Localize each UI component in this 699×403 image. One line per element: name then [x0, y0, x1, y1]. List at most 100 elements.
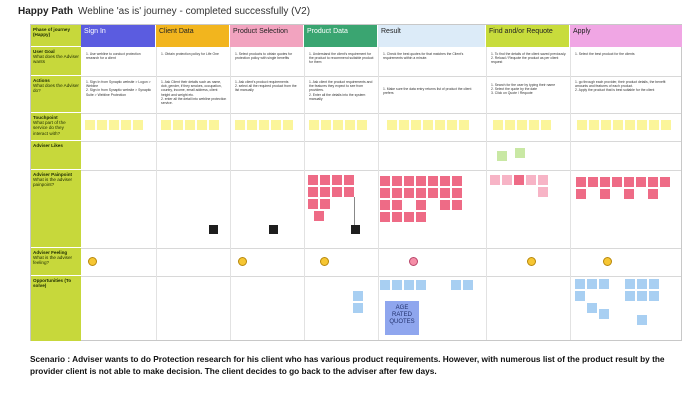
sticky-note[interactable]: [587, 303, 597, 313]
sticky-note[interactable]: [526, 175, 536, 185]
sticky-note[interactable]: [428, 176, 438, 186]
sticky-note[interactable]: [452, 176, 462, 186]
sticky-note[interactable]: [416, 188, 426, 198]
sticky-note[interactable]: [283, 120, 293, 130]
sticky-note[interactable]: [353, 291, 363, 301]
sticky-note[interactable]: [624, 189, 634, 199]
sticky-note[interactable]: [387, 120, 397, 130]
sticky-note[interactable]: [320, 199, 330, 209]
sticky-note[interactable]: [332, 175, 342, 185]
sticky-note[interactable]: [357, 120, 367, 130]
sticky-note[interactable]: [133, 120, 143, 130]
sticky-note[interactable]: [404, 176, 414, 186]
sticky-note[interactable]: [637, 291, 647, 301]
sticky-note[interactable]: [612, 177, 622, 187]
sticky-note[interactable]: [271, 120, 281, 130]
sticky-note[interactable]: [459, 120, 469, 130]
sticky-note[interactable]: [392, 176, 402, 186]
sticky-note[interactable]: [637, 315, 647, 325]
sticky-note[interactable]: [599, 309, 609, 319]
sticky-note[interactable]: [575, 279, 585, 289]
sticky-note[interactable]: [447, 120, 457, 130]
sticky-note[interactable]: [416, 200, 426, 210]
sticky-note[interactable]: [380, 212, 390, 222]
sticky-note[interactable]: [333, 120, 343, 130]
sticky-note[interactable]: [517, 120, 527, 130]
sticky-note[interactable]: [411, 120, 421, 130]
sticky-note[interactable]: [380, 188, 390, 198]
sticky-note[interactable]: [649, 279, 659, 289]
sticky-note[interactable]: [309, 120, 319, 130]
sticky-note[interactable]: [404, 212, 414, 222]
sticky-note[interactable]: [538, 187, 548, 197]
sticky-note[interactable]: [452, 188, 462, 198]
sticky-note[interactable]: [185, 120, 195, 130]
sticky-note[interactable]: [636, 177, 646, 187]
sticky-note[interactable]: [247, 120, 257, 130]
sticky-note[interactable]: [435, 120, 445, 130]
sticky-note[interactable]: [577, 120, 587, 130]
sticky-note[interactable]: [161, 120, 171, 130]
sticky-note[interactable]: [625, 279, 635, 289]
sticky-note[interactable]: [538, 175, 548, 185]
sticky-note[interactable]: [332, 187, 342, 197]
sticky-note[interactable]: [637, 120, 647, 130]
screenshot-thumbnail[interactable]: [269, 225, 278, 234]
sticky-note[interactable]: [575, 291, 585, 301]
sticky-note[interactable]: [320, 187, 330, 197]
sticky-note[interactable]: [514, 175, 524, 185]
sticky-note[interactable]: [259, 120, 269, 130]
sticky-note[interactable]: [353, 303, 363, 313]
sticky-note[interactable]: [576, 189, 586, 199]
sticky-note[interactable]: [399, 120, 409, 130]
sticky-note[interactable]: [588, 177, 598, 187]
sticky-note[interactable]: [529, 120, 539, 130]
sticky-note[interactable]: [613, 120, 623, 130]
sticky-note[interactable]: [587, 279, 597, 289]
sticky-note[interactable]: [625, 120, 635, 130]
sticky-note[interactable]: [235, 120, 245, 130]
sticky-note[interactable]: [392, 188, 402, 198]
sticky-note[interactable]: [576, 177, 586, 187]
screenshot-thumbnail[interactable]: [209, 225, 218, 234]
sticky-note[interactable]: [423, 120, 433, 130]
sticky-note[interactable]: [320, 175, 330, 185]
sticky-note[interactable]: [97, 120, 107, 130]
sticky-note[interactable]: [209, 120, 219, 130]
sticky-note[interactable]: [493, 120, 503, 130]
sticky-note[interactable]: [392, 212, 402, 222]
sticky-note[interactable]: [308, 187, 318, 197]
sticky-note[interactable]: [416, 212, 426, 222]
sticky-note[interactable]: [314, 211, 324, 221]
sticky-note[interactable]: [173, 120, 183, 130]
sticky-note[interactable]: [637, 279, 647, 289]
sticky-note[interactable]: [502, 175, 512, 185]
sticky-note[interactable]: [661, 120, 671, 130]
sticky-note[interactable]: [440, 188, 450, 198]
sticky-note[interactable]: [392, 200, 402, 210]
sticky-note[interactable]: [416, 280, 426, 290]
sticky-note[interactable]: [85, 120, 95, 130]
sticky-note[interactable]: [344, 187, 354, 197]
sticky-note[interactable]: [648, 189, 658, 199]
sticky-note[interactable]: [404, 280, 414, 290]
sticky-note[interactable]: [392, 280, 402, 290]
sticky-note[interactable]: [452, 200, 462, 210]
sticky-note[interactable]: [649, 291, 659, 301]
sticky-note[interactable]: [197, 120, 207, 130]
sticky-note[interactable]: [505, 120, 515, 130]
sticky-note[interactable]: [428, 188, 438, 198]
sticky-note[interactable]: [600, 189, 610, 199]
sticky-note[interactable]: [308, 199, 318, 209]
sticky-note[interactable]: [440, 176, 450, 186]
sticky-note[interactable]: [404, 188, 414, 198]
sticky-note[interactable]: [463, 280, 473, 290]
age-rated-quotes-note[interactable]: AGE RATED QUOTES: [385, 301, 419, 335]
sticky-note[interactable]: [541, 120, 551, 130]
sticky-note[interactable]: [380, 280, 390, 290]
sticky-note[interactable]: [660, 177, 670, 187]
sticky-note[interactable]: [344, 175, 354, 185]
sticky-note[interactable]: [380, 200, 390, 210]
sticky-note[interactable]: [440, 200, 450, 210]
sticky-note[interactable]: [600, 177, 610, 187]
